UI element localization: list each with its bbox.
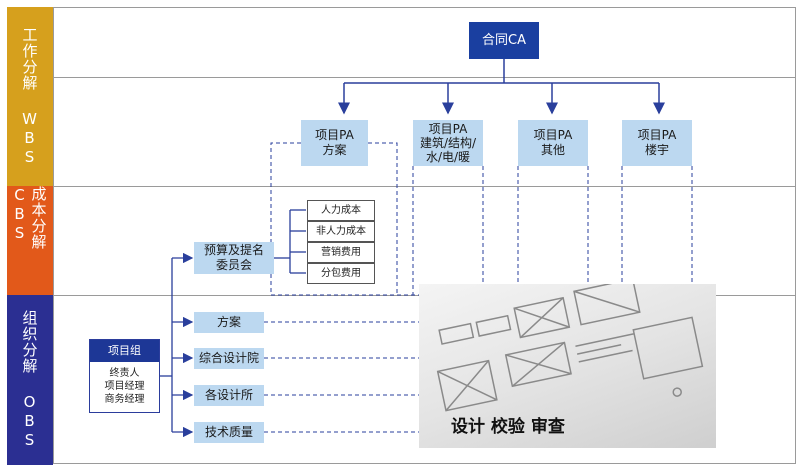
pa-label: 项目PA 方案: [315, 128, 354, 157]
project-team-title: 项目组: [90, 340, 159, 362]
pa-label: 项目PA 楼宇: [637, 128, 677, 157]
cost-item: 非人力成本: [307, 221, 375, 242]
obs-node-3: 各设计所: [194, 385, 264, 406]
divider-wbs-inner: [53, 77, 796, 78]
pa-node-4: 项目PA 楼宇: [622, 120, 692, 166]
band-cbs-label: 成本分解CBS: [10, 186, 48, 250]
obs-node-1: 方案: [194, 312, 264, 333]
obs-label: 技术质量: [204, 425, 253, 439]
band-cbs: 成本分解CBS: [7, 186, 53, 295]
cost-label: 分包费用: [321, 268, 361, 279]
cost-item: 分包费用: [307, 263, 375, 284]
obs-label: 方案: [216, 315, 241, 329]
band-wbs: 工作分解 WBS: [7, 7, 53, 186]
divider-wbs-cbs: [53, 186, 796, 187]
ca-label: 合同CA: [482, 33, 526, 48]
band-wbs-label: 工作分解 WBS: [20, 26, 39, 167]
obs-node-2: 综合设计院: [194, 348, 264, 369]
obs-label: 综合设计院: [198, 351, 259, 365]
photo-caption: 设计 校验 审查: [451, 417, 565, 437]
project-team-members: 终责人 项目经理 商务经理: [90, 362, 159, 406]
team-member: 终责人: [109, 368, 140, 379]
wireframe-sketch-image: [436, 284, 704, 412]
committee-node: 预算及提名 委员会: [194, 242, 274, 274]
cost-item: 营销费用: [307, 242, 375, 263]
cost-label: 营销费用: [321, 247, 361, 258]
band-obs: 组织分解 OBS: [7, 295, 53, 465]
project-team-box: 项目组 终责人 项目经理 商务经理: [89, 339, 160, 413]
diagram-frame: [53, 7, 796, 464]
committee-label: 预算及提名 委员会: [203, 243, 264, 272]
team-member: 商务经理: [104, 394, 145, 405]
team-member: 项目经理: [104, 381, 145, 392]
ca-node: 合同CA: [469, 22, 539, 59]
cost-label: 人力成本: [321, 205, 361, 216]
pa1-dashed-right: [368, 142, 398, 295]
pa-node-1: 项目PA 方案: [301, 120, 368, 166]
band-obs-label: 组织分解 OBS: [20, 310, 39, 450]
cost-label: 非人力成本: [316, 226, 366, 237]
pa-label: 项目PA 其他: [533, 128, 573, 157]
cost-item: 人力成本: [307, 200, 375, 221]
obs-label: 各设计所: [204, 388, 253, 402]
obs-node-4: 技术质量: [194, 422, 264, 443]
pa1-dashed-left: [270, 142, 419, 296]
wireframe-photo: [419, 284, 716, 448]
pa-node-3: 项目PA 其他: [518, 120, 588, 166]
pa-label: 项目PA 建筑/结构/ 水/电/暖: [419, 122, 477, 164]
pa-node-2: 项目PA 建筑/结构/ 水/电/暖: [413, 120, 483, 166]
